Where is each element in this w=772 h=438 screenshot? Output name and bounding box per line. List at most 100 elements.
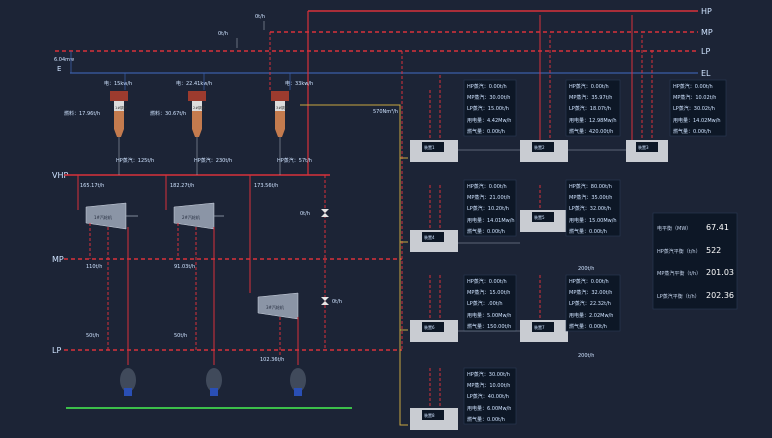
- unit-2-mp: MP蒸汽：35.97t/h: [569, 94, 612, 101]
- generator-1[interactable]: [120, 368, 136, 396]
- turbine-1-in: 165.17t/h: [80, 183, 104, 189]
- unit-7[interactable]: 装置7 HP蒸汽：0.00t/h MP蒸汽：32.00t/h LP蒸汽：22.3…: [520, 274, 621, 342]
- vhp-label: VHP: [52, 171, 68, 180]
- balance-value-power: 67.41: [706, 223, 729, 232]
- el-value: 6.04mw: [54, 57, 74, 63]
- generator-2[interactable]: [206, 368, 222, 396]
- turbine-1-name: 1#汽轮机: [94, 214, 112, 220]
- unit-6-lp: LP蒸汽：.00t/h: [467, 300, 503, 307]
- unit-3-mp: MP蒸汽：10.02t/h: [673, 94, 716, 101]
- unit-5-lp: LP蒸汽：32.00t/h: [569, 205, 611, 212]
- unit-8-power: 用电量：6.00Mw/h: [467, 405, 511, 412]
- unit-8[interactable]: 装置8 HP蒸汽：30.00t/h MP蒸汽：10.00t/h LP蒸汽：40.…: [410, 367, 517, 430]
- unit-2-lp: LP蒸汽：18.07t/h: [569, 105, 611, 112]
- unit-4-hp: HP蒸汽：0.00t/h: [467, 183, 507, 190]
- turbine-2-in: 182.27t/h: [170, 183, 194, 189]
- balance-label-mp: MP蒸汽平衡（t/h）: [657, 270, 701, 277]
- unit-4-lp: LP蒸汽：10.20t/h: [467, 205, 509, 212]
- unit-7-name: 装置7: [534, 324, 545, 330]
- boiler-1-name: 1#锅炉: [115, 105, 128, 110]
- boiler-2-hp-steam: HP蒸汽：230t/h: [194, 157, 232, 164]
- top-flow-a: 0t/h: [255, 14, 265, 20]
- turbine-3[interactable]: 173.56t/h 3#汽轮机 102.36t/h: [249, 175, 299, 365]
- unit-1-name: 装置1: [424, 144, 435, 150]
- turbine-3-lp: 102.36t/h: [260, 357, 284, 363]
- unit-3-lp: LP蒸汽：30.02t/h: [673, 105, 715, 112]
- valve-a-flow: 0t/h: [300, 211, 310, 217]
- link-flow-row3: 200t/h: [578, 353, 594, 359]
- balance-value-hp: 522: [706, 246, 721, 255]
- turbine-2[interactable]: 182.27t/h 2#汽轮机 91.03t/h 50t/h: [165, 175, 224, 365]
- valve-a-icon[interactable]: [321, 209, 329, 217]
- turbine-3-name: 3#汽轮机: [266, 304, 284, 310]
- unit-3-gas: 燃气量：0.00t/h: [673, 128, 711, 135]
- generator-3[interactable]: [290, 368, 306, 396]
- unit-1-lp: LP蒸汽：15.00t/h: [467, 105, 509, 112]
- boiler-3-hp-steam: HP蒸汽：57t/h: [277, 157, 312, 164]
- unit-6-name: 装置6: [424, 324, 435, 330]
- hp-bus-label: HP: [701, 7, 712, 16]
- unit-5-power: 用电量：15.00Mw/h: [569, 217, 617, 224]
- balance-label-hp: HP蒸汽平衡（t/h）: [657, 248, 701, 255]
- boiler-1-fuel: 燃料：17.96t/h: [64, 110, 100, 117]
- boiler-2-name: 2#锅炉: [193, 105, 206, 110]
- balance-value-lp: 202.36: [706, 291, 734, 300]
- balance-value-mp: 201.03: [706, 268, 734, 277]
- unit-3[interactable]: 装置3 HP蒸汽：0.00t/h MP蒸汽：10.02t/h LP蒸汽：30.0…: [626, 15, 727, 162]
- unit-2[interactable]: 装置2 HP蒸汽：0.00t/h MP蒸汽：35.97t/h LP蒸汽：18.0…: [520, 15, 621, 162]
- link-flow-row2: 200t/h: [578, 266, 594, 272]
- mp-bus-label: MP: [701, 28, 713, 37]
- unit-2-gas: 燃气量：420.00t/h: [569, 128, 613, 135]
- unit-7-gas: 燃气量：0.00t/h: [569, 323, 607, 330]
- unit-1-power: 用电量：4.42Mw/h: [467, 117, 511, 124]
- unit-5-mp: MP蒸汽：35.00t/h: [569, 194, 612, 201]
- unit-3-power: 用电量：14.02Mw/h: [673, 117, 721, 124]
- lp-bus-label: LP: [701, 47, 710, 56]
- turbine-1[interactable]: 165.17t/h 1#汽轮机 110t/h 50t/h: [77, 175, 138, 365]
- turbine-1-mp: 110t/h: [86, 264, 102, 270]
- turbine-2-name: 2#汽轮机: [182, 214, 200, 220]
- unit-7-lp: LP蒸汽：22.32t/h: [569, 300, 611, 307]
- unit-6-power: 用电量：5.00Mw/h: [467, 312, 511, 319]
- unit-2-power: 用电量：12.98Mw/h: [569, 117, 617, 124]
- unit-4-gas: 燃气量：0.00t/h: [467, 228, 505, 235]
- unit-6-hp: HP蒸汽：0.00t/h: [467, 278, 507, 285]
- boiler-3[interactable]: 电：33kw/h 3#锅炉 HP蒸汽：57t/h: [271, 80, 313, 175]
- boiler-3-name: 3#锅炉: [276, 105, 289, 110]
- valve-b-flow: 0t/h: [332, 299, 342, 305]
- unit-8-lp: LP蒸汽：40.00t/h: [467, 393, 509, 400]
- boiler-2-fuel: 燃料：30.67t/h: [150, 110, 186, 117]
- valve-b-icon[interactable]: [321, 297, 329, 305]
- unit-1-mp: MP蒸汽：30.00t/h: [467, 94, 510, 101]
- unit-4-name: 装置4: [424, 234, 435, 240]
- boiler-2[interactable]: 电：22.41kw/h 燃料：30.67t/h 2#锅炉 HP蒸汽：230t/h: [150, 80, 232, 175]
- turbine-1-lp: 50t/h: [86, 333, 99, 339]
- unit-5-name: 装置5: [534, 214, 545, 220]
- unit-1[interactable]: 装置1 HP蒸汽：0.00t/h MP蒸汽：30.00t/h LP蒸汽：15.0…: [410, 75, 517, 162]
- boiler-1-hp-steam: HP蒸汽：125t/h: [116, 157, 154, 164]
- unit-5[interactable]: 装置5 HP蒸汽：80.00t/h MP蒸汽：35.00t/h LP蒸汽：32.…: [520, 179, 621, 237]
- unit-6-gas: 燃气量：150.00t/h: [467, 323, 511, 330]
- unit-6-mp: MP蒸汽：15.00t/h: [467, 289, 510, 296]
- lp-left-label: LP: [52, 346, 61, 355]
- boiler-3-power: 电：33kw/h: [285, 80, 313, 87]
- boiler-1[interactable]: 电：15kw/h 燃料：17.96t/h 1#锅炉 HP蒸汽：125t/h: [64, 80, 154, 175]
- mp-left-label: MP: [52, 255, 64, 264]
- boiler-2-power: 电：22.41kw/h: [176, 80, 212, 87]
- unit-3-hp: HP蒸汽：0.00t/h: [673, 83, 713, 90]
- unit-3-name: 装置3: [638, 144, 649, 150]
- unit-6[interactable]: 装置6 HP蒸汽：0.00t/h MP蒸汽：15.00t/h LP蒸汽：.00t…: [410, 274, 517, 342]
- unit-7-mp: MP蒸汽：32.00t/h: [569, 289, 612, 296]
- turbine-2-lp: 50t/h: [174, 333, 187, 339]
- unit-4[interactable]: 装置4 HP蒸汽：0.00t/h MP蒸汽：21.00t/h LP蒸汽：10.2…: [410, 179, 517, 252]
- unit-2-name: 装置2: [534, 144, 545, 150]
- unit-5-gas: 燃气量：0.00t/h: [569, 228, 607, 235]
- unit-7-hp: HP蒸汽：0.00t/h: [569, 278, 609, 285]
- unit-4-mp: MP蒸汽：21.00t/h: [467, 194, 510, 201]
- top-flow-b: 0t/h: [218, 31, 228, 37]
- unit-5-hp: HP蒸汽：80.00t/h: [569, 183, 612, 190]
- turbine-3-in: 173.56t/h: [254, 183, 278, 189]
- unit-1-gas: 燃气量：0.00t/h: [467, 128, 505, 135]
- gas-flow-label: 570Nm³/h: [373, 109, 398, 115]
